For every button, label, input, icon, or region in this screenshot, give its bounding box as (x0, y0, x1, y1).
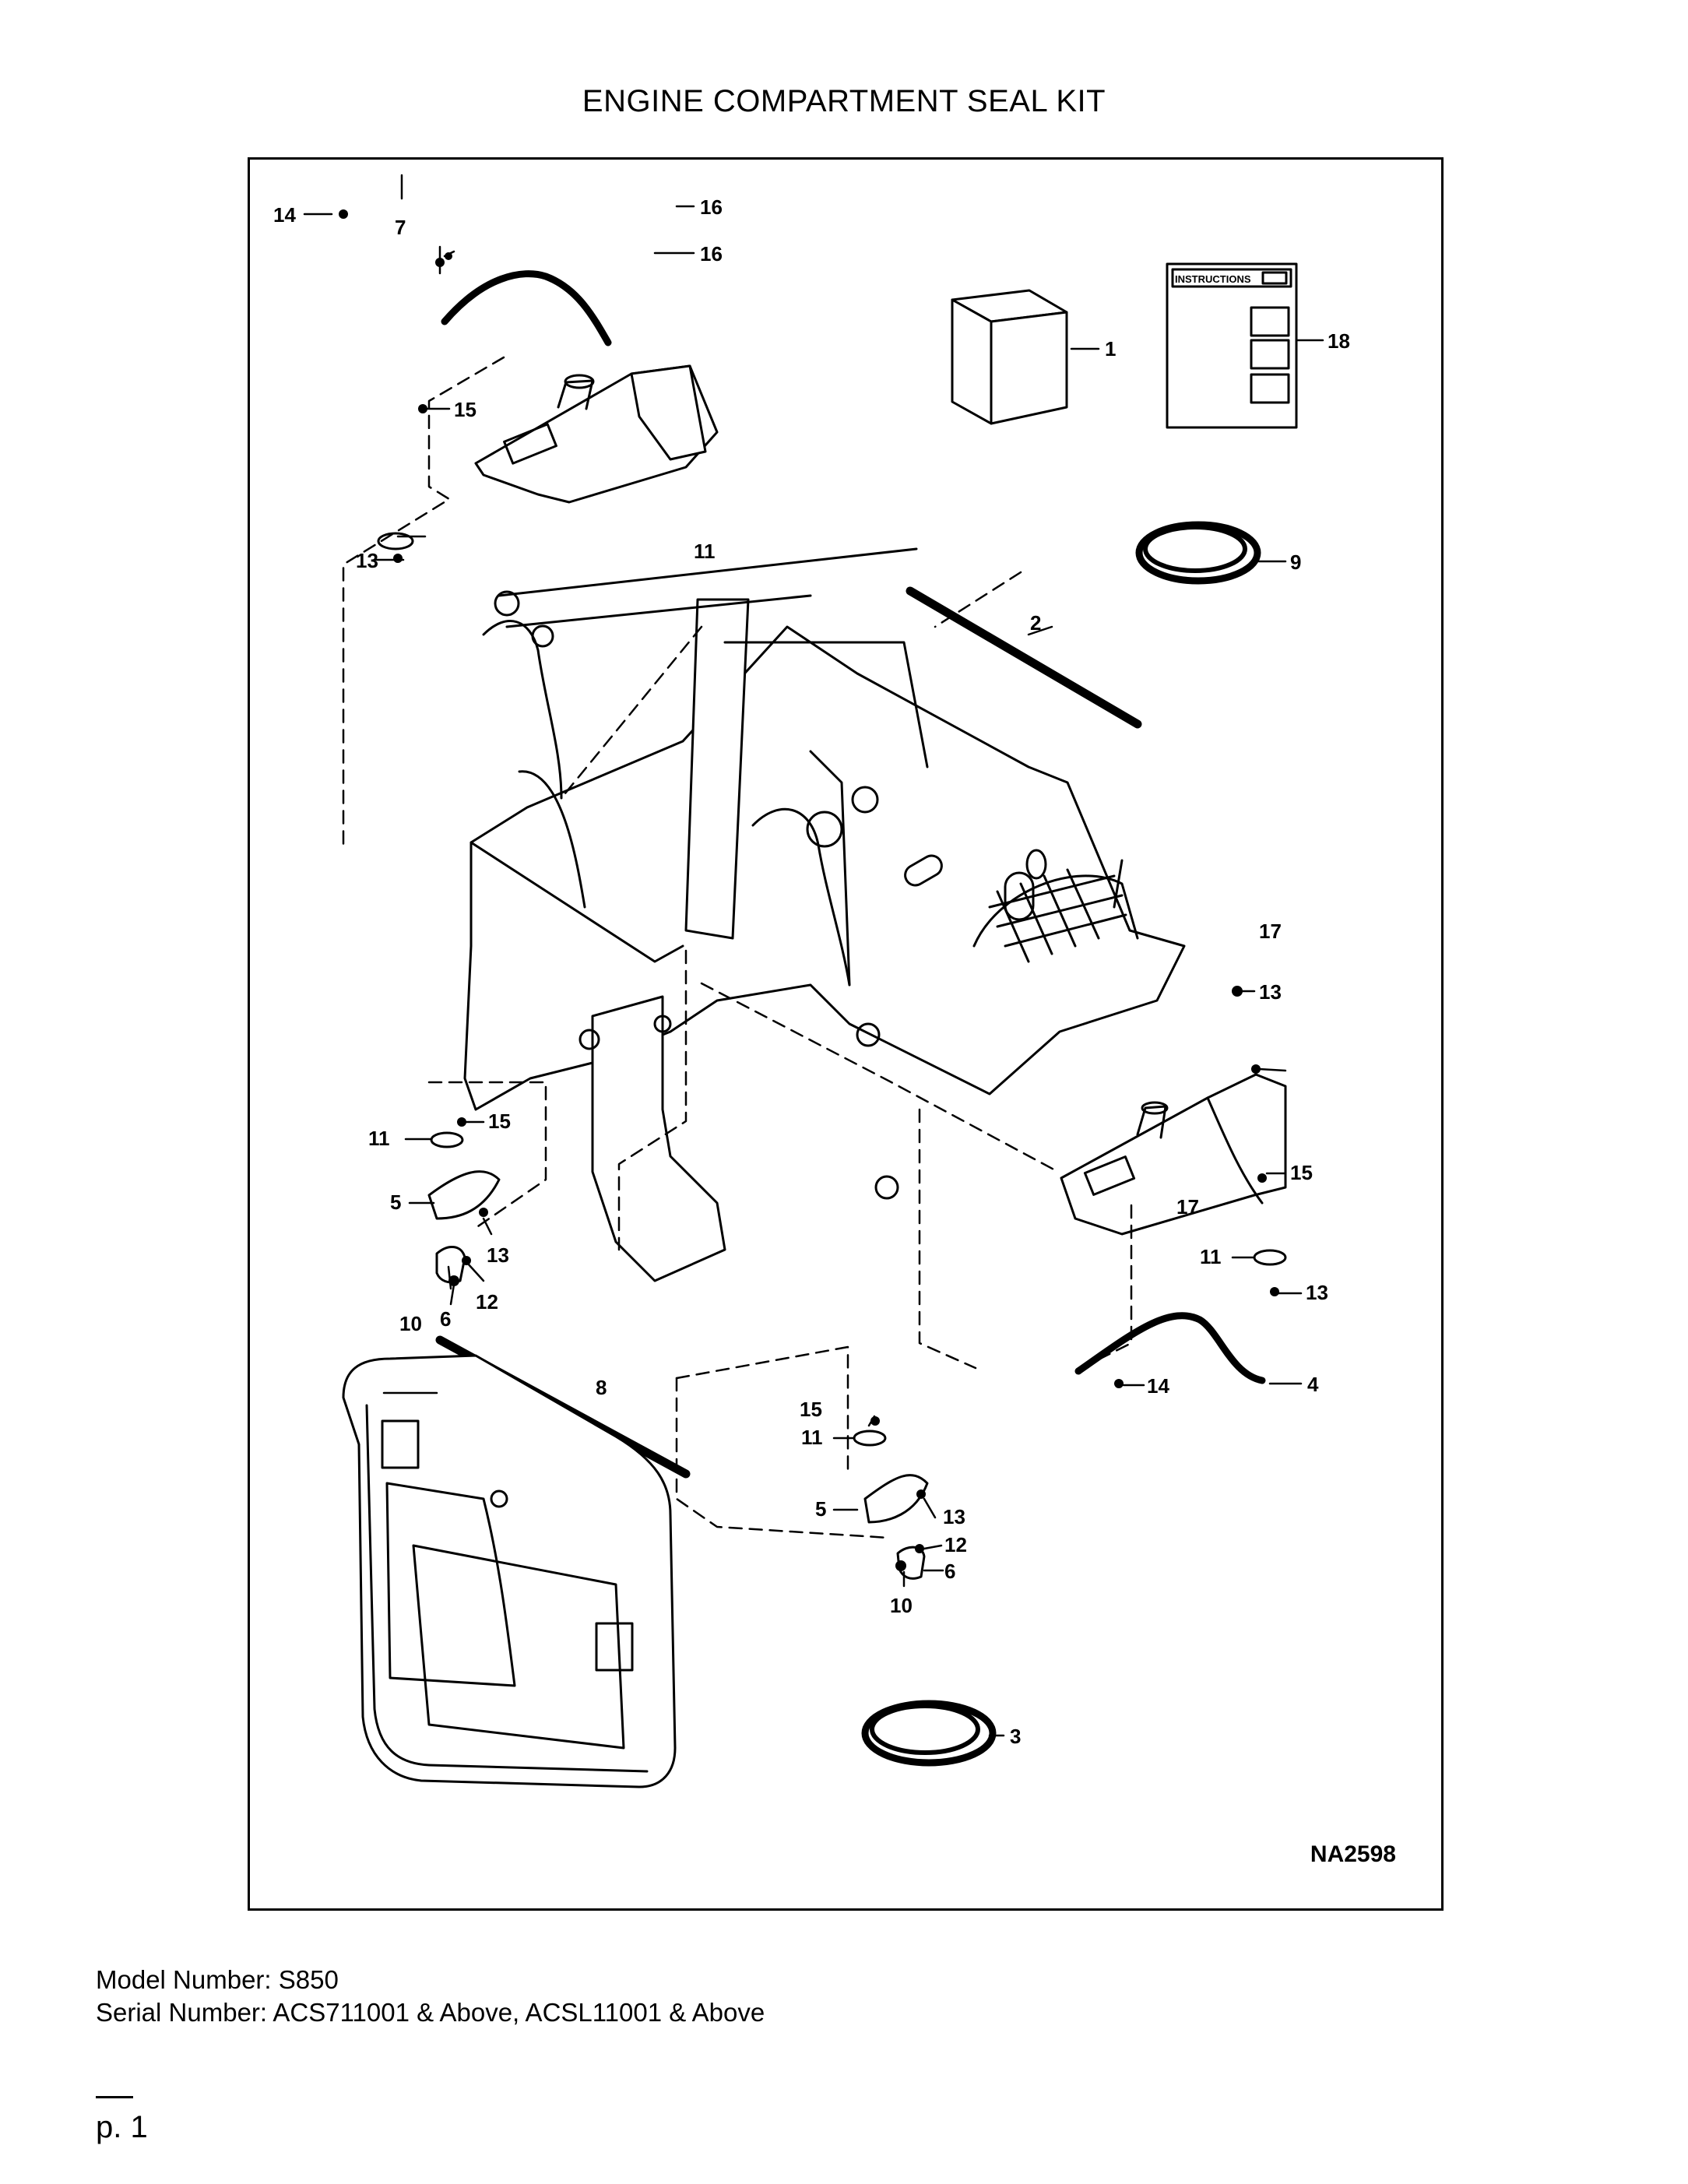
callout: 1 (1105, 337, 1116, 360)
callout: 15 (1290, 1161, 1313, 1184)
callout: 13 (487, 1243, 509, 1267)
callout: 17 (1259, 920, 1282, 943)
callout: 7 (395, 216, 406, 239)
part-5-sleeve-left (427, 1170, 501, 1220)
callout: 11 (801, 1426, 823, 1449)
part-6-clamp-left (435, 1246, 466, 1284)
fasteners (339, 209, 1279, 1571)
callout: 13 (943, 1505, 965, 1528)
callout: 6 (440, 1307, 451, 1331)
page-number: p. 1 (96, 2110, 148, 2144)
model-serial-info: Model Number: S850 Serial Number: ACS711… (96, 1964, 765, 2029)
callout: 9 (1290, 550, 1301, 574)
callout: 3 (1010, 1725, 1021, 1748)
callout: 13 (1259, 980, 1282, 1004)
part-3-coiled-seal (861, 1700, 997, 1767)
callout: 10 (399, 1312, 422, 1335)
alignment-lines (342, 356, 1133, 1539)
callout: 14 (273, 203, 296, 227)
instructions-label: INSTRUCTIONS (1175, 273, 1251, 285)
page-number-rule (96, 2096, 133, 2098)
diagram-frame: INSTRUCTIONS 1 2 3 4 5 5 6 6 7 8 9 10 10… (248, 157, 1444, 1911)
part-17-lower-duct (1060, 1073, 1287, 1236)
callout: 16 (700, 195, 723, 219)
part-18-instructions-sheet (1166, 262, 1298, 429)
callout: 5 (815, 1497, 826, 1521)
part-6-clamp-right (896, 1546, 926, 1580)
callout: 16 (700, 242, 723, 266)
callout: 11 (694, 540, 716, 563)
part-16-upper-duct (474, 364, 719, 504)
callout-numbers: 1 2 3 4 5 5 6 6 7 8 9 10 10 11 11 11 11 … (273, 195, 1350, 1748)
callout: 11 (1200, 1245, 1222, 1268)
loader-frame-detail (469, 547, 1139, 1200)
leader-lines (303, 174, 1324, 1737)
part-1-kit-box (951, 289, 1068, 425)
callout: 15 (800, 1398, 822, 1421)
part-7-hose (441, 270, 612, 346)
callout: 2 (1030, 611, 1041, 635)
callout: 8 (596, 1376, 607, 1399)
callout: 6 (944, 1560, 955, 1583)
callout: 12 (476, 1290, 498, 1314)
part-9-coiled-seal (1135, 521, 1261, 585)
callout: 5 (390, 1190, 401, 1214)
callout: 18 (1328, 329, 1350, 353)
callout: 14 (1147, 1374, 1169, 1398)
callout: 13 (1306, 1281, 1328, 1304)
part-5-sleeve-right (863, 1474, 929, 1524)
figure-id: NA2598 (1310, 1841, 1396, 1867)
model-number: Model Number: S850 (96, 1965, 339, 1994)
callout: 12 (944, 1533, 967, 1556)
callout: 10 (890, 1594, 913, 1617)
serial-number: Serial Number: ACS711001 & Above, ACSL11… (96, 1998, 765, 2027)
callout: 15 (488, 1110, 511, 1133)
exploded-parts-diagram: INSTRUCTIONS 1 2 3 4 5 5 6 6 7 8 9 10 10… (273, 174, 1350, 1788)
part-2-seal-strip (906, 586, 1142, 729)
part-4-hose (1074, 1312, 1266, 1384)
callout: 4 (1307, 1373, 1319, 1396)
rear-door-panel (342, 1354, 677, 1788)
callout: 15 (454, 398, 477, 421)
callout: 13 (356, 549, 378, 572)
callout: 17 (1176, 1195, 1199, 1219)
page-title: ENGINE COMPARTMENT SEAL KIT (582, 84, 1106, 118)
callout: 11 (368, 1127, 390, 1150)
